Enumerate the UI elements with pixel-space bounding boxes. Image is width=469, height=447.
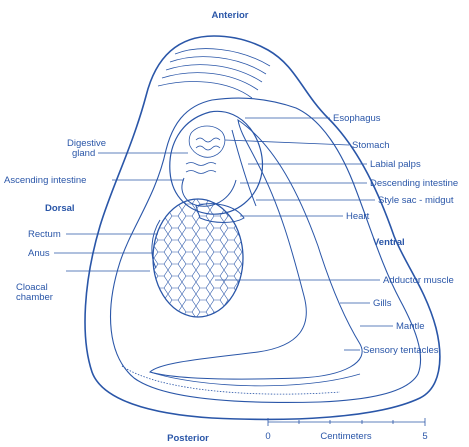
label-cloacal-chamber-2: chamber [16,292,53,303]
visceral-mass [170,111,263,214]
label-ascending-intestine: Ascending intestine [4,175,86,186]
label-esophagus: Esophagus [333,113,381,124]
label-posterior: Posterior [167,433,209,444]
outer-shell [85,36,440,419]
scale-unit: Centimeters [320,431,371,442]
label-ventral: Ventral [373,237,405,248]
label-anus: Anus [28,248,50,259]
tentacle-fringe [122,366,340,394]
label-adductor-muscle: Adductor muscle [383,275,454,286]
label-style-sac: Style sac - midgut [378,195,454,206]
umbo-growth-lines [158,49,270,98]
label-anterior: Anterior [212,10,249,21]
label-labial-palps: Labial palps [370,159,421,170]
label-sensory-tentacles: Sensory tentacles [363,345,439,356]
label-heart: Heart [346,211,370,222]
label-digestive-gland-2: gland [72,148,95,159]
scale-end: 5 [422,431,427,442]
scale-start: 0 [265,431,270,442]
label-dorsal: Dorsal [45,203,75,214]
adductor-cell-pattern [150,196,250,321]
label-gills: Gills [373,298,392,309]
label-stomach: Stomach [352,140,390,151]
label-mantle: Mantle [396,321,425,332]
label-rectum: Rectum [28,229,61,240]
digestive-gland-texture [186,126,225,174]
label-descending-intestine: Descending intestine [370,178,458,189]
